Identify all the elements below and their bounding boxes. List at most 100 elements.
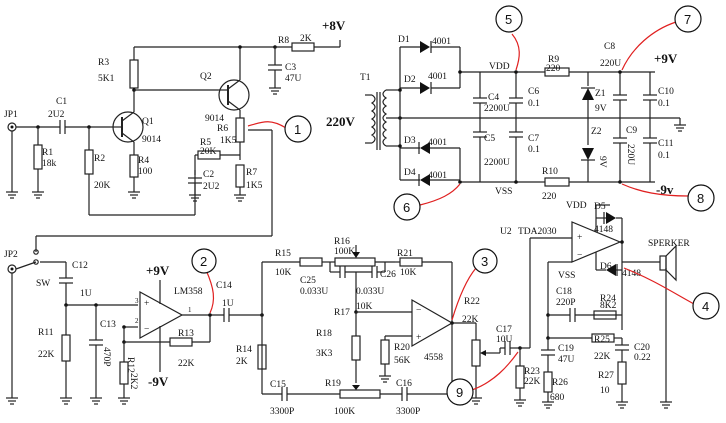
svg-text:8K2: 8K2 [600, 301, 617, 311]
svg-text:220: 220 [546, 64, 561, 74]
svg-text:R22: R22 [464, 297, 480, 307]
svg-text:C15: C15 [270, 380, 286, 390]
callout-5 [495, 5, 523, 33]
svg-text:C13: C13 [100, 320, 116, 330]
svg-text:+: + [577, 233, 582, 243]
svg-text:R7: R7 [246, 168, 257, 178]
svg-text:VDD: VDD [566, 201, 587, 211]
svg-text:R10: R10 [542, 167, 558, 177]
svg-text:C3: C3 [285, 63, 296, 73]
svg-text:R14: R14 [236, 345, 252, 355]
svg-text:3300P: 3300P [270, 407, 294, 417]
svg-text:VSS: VSS [495, 187, 512, 197]
svg-text:−: − [416, 306, 421, 316]
svg-text:C17: C17 [496, 325, 512, 335]
svg-text:9V: 9V [595, 104, 607, 114]
svg-text:4: 4 [702, 299, 709, 314]
svg-text:R12: R12 [125, 357, 135, 373]
svg-text:22K: 22K [178, 359, 195, 369]
svg-text:TDA2030: TDA2030 [518, 227, 557, 237]
svg-text:9: 9 [456, 385, 463, 400]
svg-text:220: 220 [542, 192, 557, 202]
svg-text:T1: T1 [360, 73, 371, 83]
svg-text:3K3: 3K3 [316, 349, 333, 359]
svg-text:R17: R17 [334, 308, 350, 318]
svg-text:47U: 47U [285, 74, 302, 84]
svg-text:22K: 22K [462, 315, 479, 325]
svg-text:10K: 10K [400, 268, 417, 278]
input-switch[interactable] [33, 259, 39, 265]
svg-text:R13: R13 [178, 329, 194, 339]
speaker-icon [659, 255, 667, 271]
lm358-section: JP2 SW C12 1U R11 22K C13 470P + − LM358 [4, 249, 262, 405]
svg-text:Q1: Q1 [142, 117, 154, 127]
svg-text:2200U: 2200U [484, 158, 510, 168]
svg-text:1K5: 1K5 [220, 136, 237, 146]
svg-text:2U2: 2U2 [203, 182, 220, 192]
callout-2 [191, 248, 217, 274]
svg-text:220U: 220U [625, 144, 635, 165]
svg-text:22K: 22K [524, 377, 541, 387]
svg-text:+: + [144, 299, 149, 309]
svg-text:7: 7 [684, 12, 691, 27]
svg-text:2: 2 [200, 254, 207, 269]
svg-text:U2: U2 [500, 227, 512, 237]
svg-text:SW: SW [36, 279, 50, 289]
svg-text:C14: C14 [216, 281, 232, 291]
svg-text:5K1: 5K1 [98, 74, 115, 84]
svg-text:47U: 47U [558, 355, 575, 365]
svg-text:220U: 220U [600, 59, 621, 69]
u4558-opamp [411, 298, 454, 348]
svg-text:4001: 4001 [428, 138, 447, 148]
svg-text:0.1: 0.1 [528, 145, 540, 155]
svg-text:2K: 2K [300, 34, 312, 44]
svg-text:C19: C19 [558, 344, 574, 354]
callout-7 [674, 5, 702, 33]
svg-text:C20: C20 [634, 343, 650, 353]
svg-text:C4: C4 [488, 93, 499, 103]
svg-text:220P: 220P [556, 298, 576, 308]
svg-text:9014: 9014 [205, 114, 224, 124]
svg-text:2: 2 [135, 317, 139, 325]
svg-text:2K: 2K [236, 357, 248, 367]
power-supply-section: T1 220V D1 4001 D2 4001 D3 [326, 35, 687, 202]
svg-text:0.1: 0.1 [658, 151, 670, 161]
svg-text:C2: C2 [203, 170, 214, 180]
svg-text:4148: 4148 [594, 225, 613, 235]
svg-text:D5: D5 [594, 202, 606, 212]
svg-text:D2: D2 [404, 75, 416, 85]
callout-4 [692, 292, 720, 320]
svg-text:10U: 10U [496, 335, 513, 345]
svg-text:C26: C26 [380, 270, 396, 280]
callouts: 1 2 3 4 5 6 7 8 9 [191, 5, 720, 406]
svg-text:9V: 9V [597, 156, 607, 168]
preamp-section: JP1 R1 18k C1 2U2 R2 20K Q1 9014 [4, 18, 346, 252]
svg-text:C7: C7 [528, 134, 539, 144]
svg-text:VDD: VDD [489, 62, 510, 72]
plus9-top-label: +9V [654, 51, 678, 66]
svg-text:R25: R25 [594, 335, 610, 345]
svg-text:R18: R18 [316, 329, 332, 339]
svg-text:R11: R11 [38, 328, 54, 338]
svg-text:4148: 4148 [622, 269, 641, 279]
svg-text:D6: D6 [600, 262, 612, 272]
q2-transistor [218, 79, 250, 111]
plus8-label: +8V [322, 18, 346, 33]
svg-text:4001: 4001 [432, 37, 451, 47]
svg-text:22K: 22K [38, 350, 55, 360]
svg-text:10: 10 [600, 386, 610, 396]
svg-text:6: 6 [403, 200, 410, 215]
svg-text:R5: R5 [200, 138, 211, 148]
svg-text:0.1: 0.1 [658, 99, 670, 109]
svg-text:−: − [144, 325, 149, 335]
svg-text:Z1: Z1 [595, 89, 606, 99]
svg-text:R24: R24 [600, 294, 616, 304]
svg-text:D3: D3 [404, 136, 416, 146]
svg-text:C11: C11 [658, 139, 674, 149]
svg-text:4558: 4558 [424, 353, 443, 363]
svg-text:C10: C10 [658, 87, 674, 97]
svg-text:C6: C6 [528, 87, 539, 97]
svg-text:R20: R20 [394, 343, 410, 353]
svg-text:3: 3 [135, 297, 139, 305]
